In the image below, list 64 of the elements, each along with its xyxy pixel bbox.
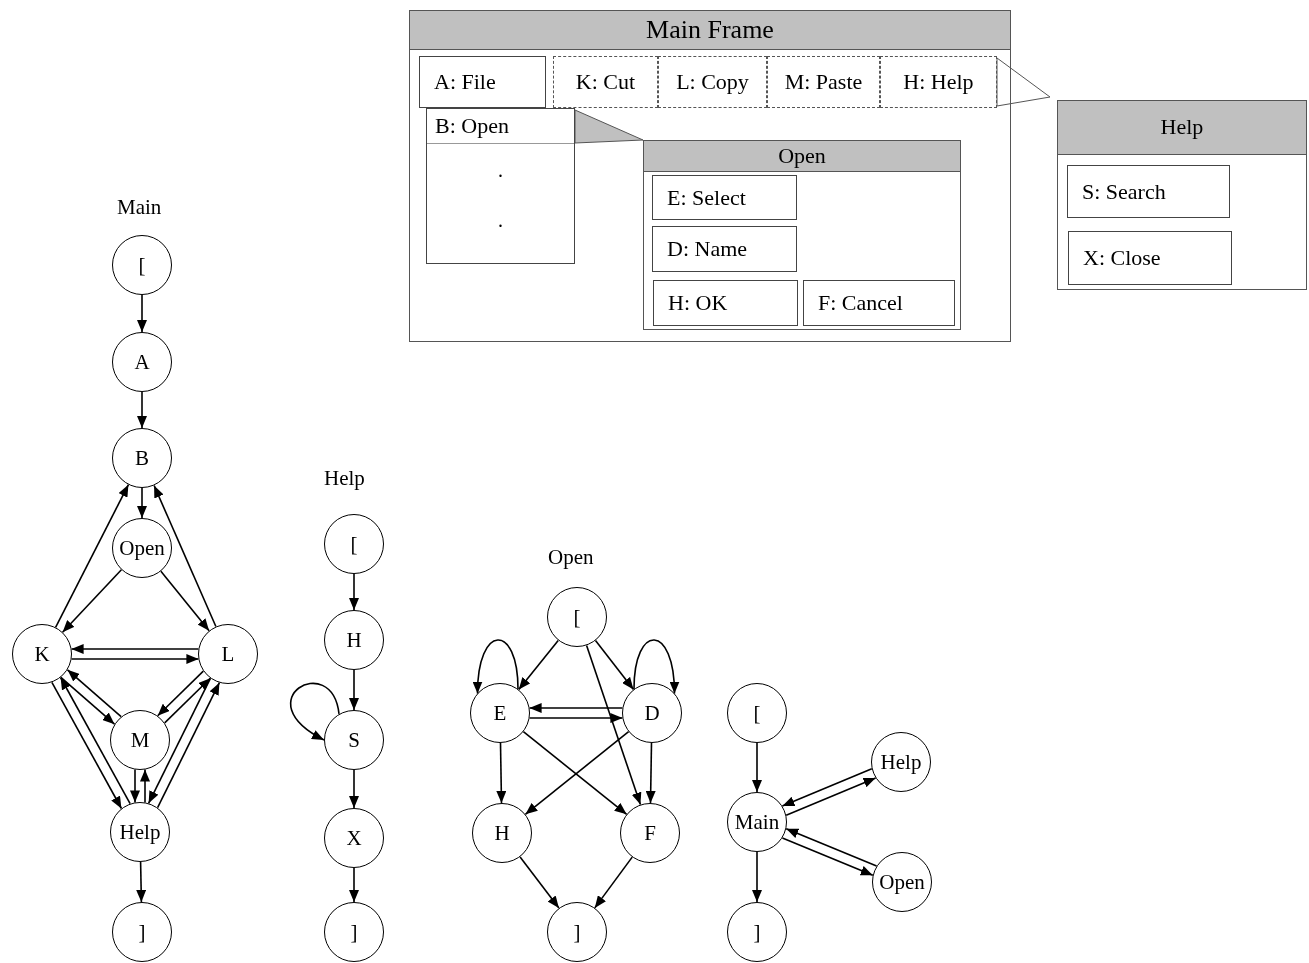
menu-item: B: Open bbox=[427, 109, 574, 144]
graph-title: Help bbox=[324, 466, 365, 491]
arrow bbox=[349, 867, 359, 903]
arrow bbox=[137, 391, 147, 429]
arrow bbox=[70, 654, 200, 664]
dialog-window bbox=[1057, 100, 1307, 290]
arrow bbox=[130, 768, 140, 804]
ellipsis-dot: . bbox=[497, 209, 504, 232]
arrow bbox=[137, 294, 147, 333]
arrow bbox=[54, 483, 130, 629]
arrow bbox=[528, 713, 624, 723]
arrow bbox=[136, 861, 147, 903]
arrow bbox=[528, 703, 624, 713]
toolbar-button: L: Copy bbox=[658, 56, 767, 108]
arrow bbox=[51, 681, 123, 810]
arrow bbox=[59, 676, 131, 805]
arrow bbox=[496, 742, 507, 804]
dropdown-menu bbox=[426, 108, 575, 264]
arrow bbox=[156, 670, 205, 717]
arrow bbox=[594, 856, 633, 909]
title-bar: Help bbox=[1058, 101, 1306, 155]
dialog-button: F: Cancel bbox=[803, 280, 955, 326]
arrow bbox=[785, 777, 877, 816]
arrow bbox=[163, 677, 212, 724]
arrow bbox=[349, 573, 359, 611]
arrow bbox=[60, 676, 116, 725]
menu-item: X: Close bbox=[1068, 231, 1232, 285]
arrow bbox=[156, 681, 221, 809]
arrow bbox=[781, 837, 874, 877]
arrow bbox=[518, 639, 559, 691]
arrow bbox=[349, 669, 359, 711]
title-bar: Open bbox=[644, 141, 960, 172]
arrow bbox=[137, 487, 147, 519]
arrow bbox=[785, 827, 878, 867]
arrow bbox=[349, 769, 359, 809]
arrow bbox=[585, 644, 642, 806]
arrow bbox=[752, 851, 762, 903]
arrow bbox=[752, 742, 762, 793]
arrow bbox=[160, 570, 210, 632]
graph-title: Open bbox=[548, 545, 594, 570]
dialog-window bbox=[643, 140, 961, 330]
arrow bbox=[147, 677, 212, 805]
arrow bbox=[66, 669, 122, 718]
toolbar-button: M: Paste bbox=[767, 56, 880, 108]
menu-item: A: File bbox=[419, 56, 546, 108]
arrow bbox=[594, 639, 635, 691]
arrow bbox=[781, 768, 873, 807]
arrow bbox=[473, 639, 519, 695]
arrow bbox=[519, 856, 560, 909]
arrow bbox=[70, 644, 200, 654]
dialog-button: H: OK bbox=[653, 280, 798, 326]
arrow bbox=[633, 639, 679, 695]
arrow bbox=[61, 569, 123, 633]
arrow bbox=[140, 768, 150, 804]
title-bar: Main Frame bbox=[410, 11, 1010, 50]
arrow bbox=[645, 742, 656, 804]
graph-title: Main bbox=[117, 195, 162, 220]
arrow bbox=[289, 682, 340, 741]
form-field: E: Select bbox=[652, 175, 797, 220]
menu-item: S: Search bbox=[1067, 165, 1230, 218]
window-frame bbox=[409, 10, 1011, 342]
arrow bbox=[153, 484, 217, 628]
ellipsis-dot: . bbox=[497, 159, 504, 182]
form-field: D: Name bbox=[652, 226, 797, 272]
